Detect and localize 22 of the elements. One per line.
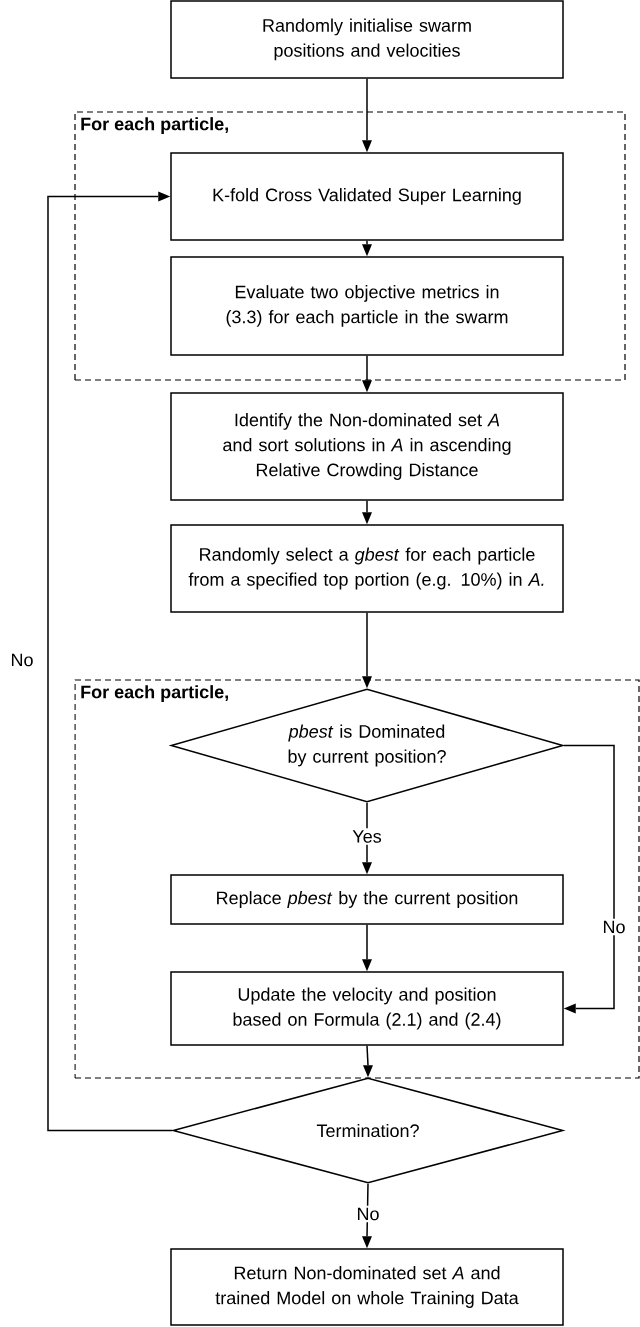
arrow <box>362 78 372 153</box>
process-box: Evaluate two objective metrics in (3.3) for each particle in the swarm <box>170 256 564 356</box>
process-box: Identify the Non-dominated set A and sort solutions in A in ascending Relative Crowding Distance <box>170 392 564 501</box>
edge-label: No <box>600 918 628 936</box>
arrow <box>362 500 372 525</box>
process-box: Randomly initialise swarm positions and velocities <box>170 0 564 79</box>
process-box: Replace pbest by the current position <box>170 874 564 925</box>
arrow <box>563 744 615 1014</box>
edge-label: No <box>11 653 33 667</box>
process-box: K-fold Cross Validated Super Learning <box>170 152 564 241</box>
arrow <box>363 1045 373 1078</box>
arrow <box>362 355 372 393</box>
process-box: Update the velocity and position based on Formula (2.1) and (2.4) <box>170 971 564 1046</box>
edge-label: Yes <box>350 828 384 845</box>
arrow <box>362 612 372 689</box>
arrow <box>362 924 372 972</box>
arrow <box>47 191 173 1132</box>
process-box: Return Non-dominated set A and trained Model on whole Training Data <box>170 1248 564 1326</box>
process-box: Randomly select a gbest for each particle from a specified top portion (e.g. 10%) in A. <box>170 524 564 613</box>
arrow <box>362 240 372 257</box>
edge-label: No <box>354 1205 382 1223</box>
arrow <box>362 1183 372 1249</box>
